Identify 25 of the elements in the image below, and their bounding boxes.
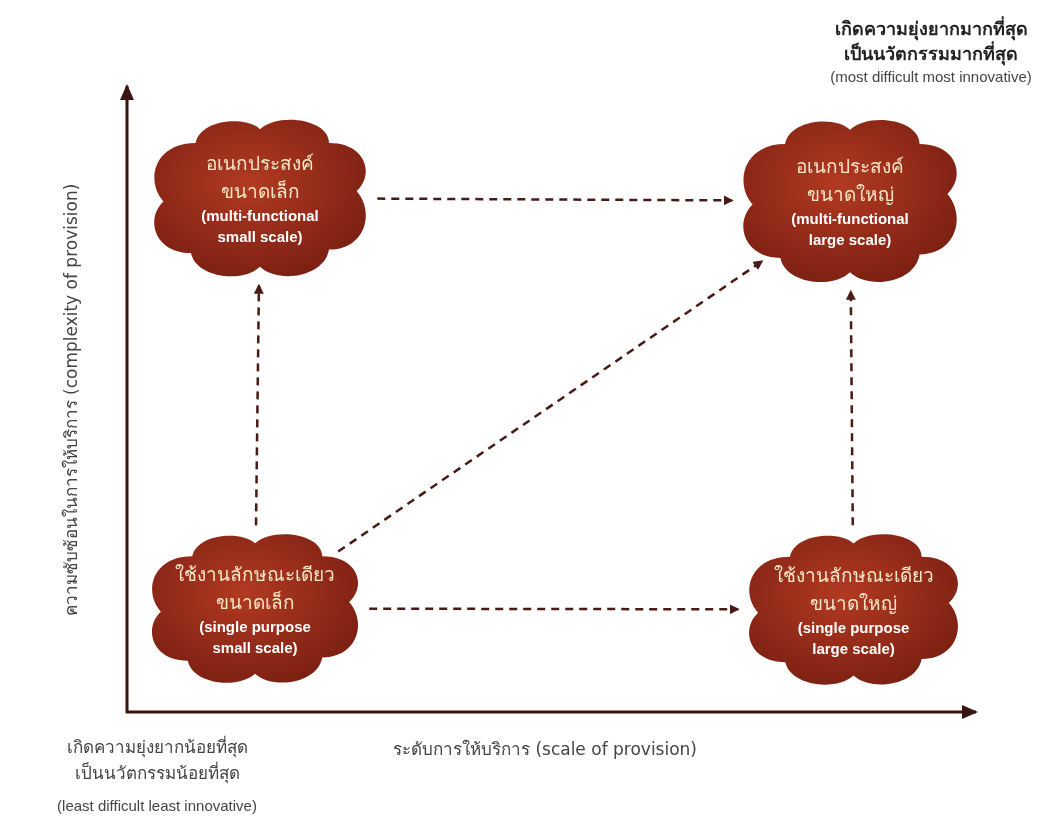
node-title: ขนาดเล็ก — [215, 589, 295, 615]
arrow — [845, 289, 856, 526]
node-caption: (multi-functional large scale) — [790, 209, 910, 250]
arrow — [253, 283, 264, 526]
corner-note: (most difficult most innovative) — [830, 67, 1032, 85]
node-title: ใช้งานลักษณะเดียว — [175, 561, 335, 587]
node-title: อเนกประสงค์ — [206, 151, 314, 176]
node-title: ขนาดใหญ่ — [806, 182, 894, 207]
arrow — [377, 195, 734, 206]
node-caption: (single purpose small scale) — [198, 616, 312, 658]
corner-note: (least difficult least innovative) — [57, 796, 257, 814]
node-caption: (single purpose large scale) — [796, 617, 911, 659]
node-caption: (multi-functional small scale) — [200, 206, 320, 247]
axis-title: ความซับซ้อนในการให้บริการ (complexity of provision) — [59, 183, 82, 617]
node-title: ขนาดใหญ่ — [810, 590, 897, 616]
node-title: ใช้งานลักษณะเดียว — [773, 562, 934, 588]
arrow — [369, 604, 740, 615]
node-title: ขนาดเล็ก — [220, 179, 300, 204]
corner-note: เป็นนวัตกรรมมากที่สุด — [844, 38, 1018, 68]
axis-title: ระดับการให้บริการ (scale of provision) — [393, 737, 697, 761]
corner-note: เกิดความยุ่งยากมากที่สุด — [834, 15, 1028, 41]
arrow — [337, 260, 764, 553]
corner-note: เกิดความยุ่งยากน้อยที่สุด — [66, 734, 248, 760]
node-title: อเนกประสงค์ — [796, 154, 904, 179]
corner-note: เป็นนวัตกรรมน้อยที่สุด — [74, 760, 240, 786]
